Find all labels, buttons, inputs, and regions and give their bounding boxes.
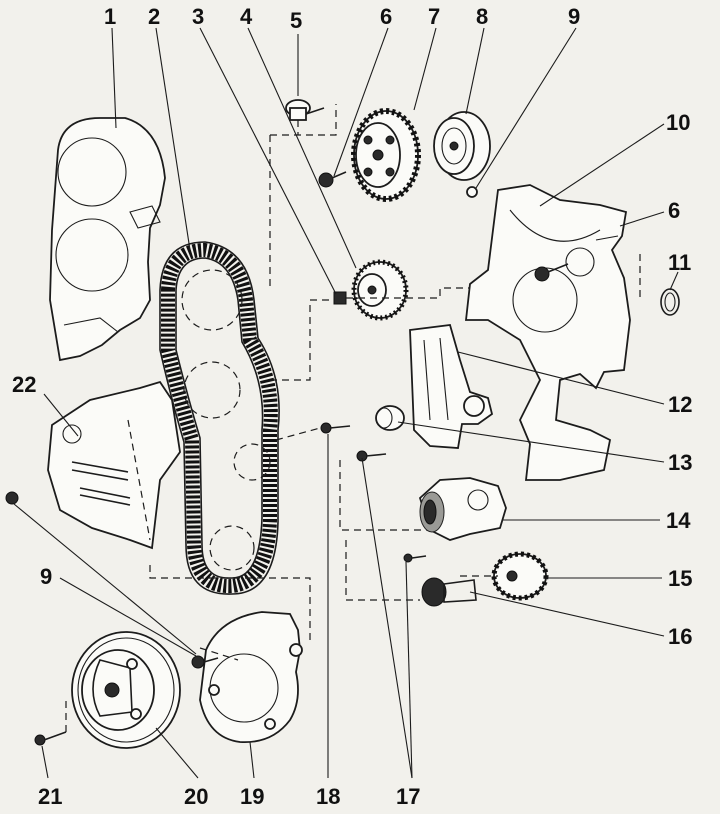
callout-6-top: 6 xyxy=(380,4,392,29)
callout-22: 22 xyxy=(12,372,36,397)
callout-9-top: 9 xyxy=(568,4,580,29)
crankshaft-sprocket-15 xyxy=(491,551,549,601)
callout-3: 3 xyxy=(192,4,204,29)
upper-timing-cover xyxy=(49,117,166,362)
callout-16: 16 xyxy=(668,624,692,649)
callout-5: 5 xyxy=(290,8,302,33)
bolt-21 xyxy=(34,731,67,746)
leader-lines xyxy=(13,27,679,779)
bolt-22-side xyxy=(5,491,19,505)
callout-21: 21 xyxy=(38,784,62,809)
callout-10: 10 xyxy=(666,110,690,135)
camshaft-hub-8 xyxy=(433,111,491,181)
callout-20: 20 xyxy=(184,784,208,809)
callout-15: 15 xyxy=(668,566,692,591)
callout-12: 12 xyxy=(668,392,692,417)
callout-14: 14 xyxy=(666,508,691,533)
callout-6-right: 6 xyxy=(668,198,680,223)
bolt-18 xyxy=(320,422,351,434)
screw-14 xyxy=(403,553,427,563)
washer-9-top xyxy=(466,186,478,198)
callout-13: 13 xyxy=(668,450,692,475)
callout-labels: 1 2 3 4 5 6 7 8 9 10 6 11 12 13 14 15 16… xyxy=(12,4,692,809)
callout-11: 11 xyxy=(668,250,691,275)
bolt-6-right xyxy=(534,263,569,282)
crankshaft-gear-16 xyxy=(421,577,477,607)
bolt-17 xyxy=(356,450,387,462)
callout-18: 18 xyxy=(316,784,340,809)
callout-9-left: 9 xyxy=(40,564,52,589)
seal-ring-11 xyxy=(660,288,680,316)
water-pump xyxy=(418,477,507,541)
rear-timing-cover xyxy=(464,184,631,481)
callout-17: 17 xyxy=(396,784,420,809)
tensioner-pulley-4 xyxy=(351,259,409,321)
bolt-9-left xyxy=(191,655,219,669)
bolt-5 xyxy=(285,99,325,121)
lower-outer-plate xyxy=(199,611,303,743)
lower-inner-cover xyxy=(47,380,181,550)
idler-roller-13 xyxy=(375,405,405,431)
callout-1: 1 xyxy=(104,4,116,29)
callout-4: 4 xyxy=(240,4,253,29)
camshaft-sprocket xyxy=(351,108,421,202)
callout-19: 19 xyxy=(240,784,264,809)
tensioner-bracket-12 xyxy=(409,324,494,449)
crankshaft-pulley xyxy=(71,631,181,749)
bolt-6-top xyxy=(318,171,347,188)
callout-8: 8 xyxy=(476,4,488,29)
timing-belt xyxy=(159,241,280,595)
callout-2: 2 xyxy=(148,4,160,29)
callout-7: 7 xyxy=(428,4,440,29)
